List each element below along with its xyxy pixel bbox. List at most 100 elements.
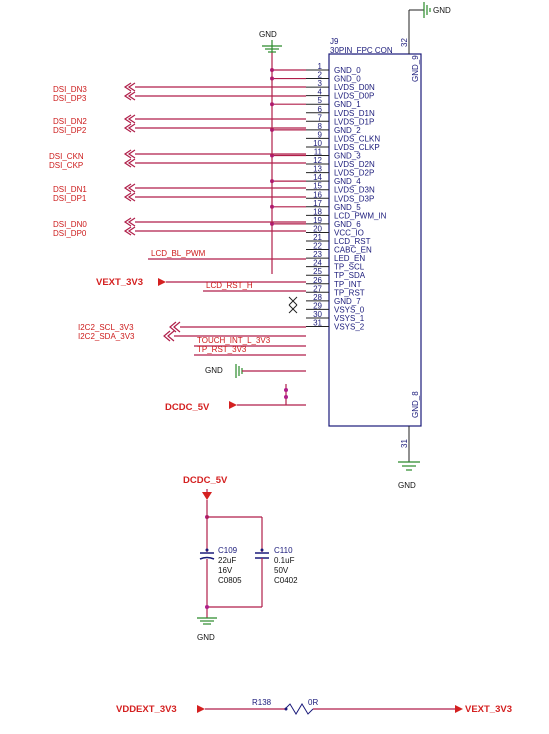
net-lcd-rst-h: LCD_RST_H [206,281,253,290]
pin-22-name: CABC_EN [334,246,372,255]
net-touch-int: TOUCH_INT_L_3V3 [197,336,271,345]
pin-7-name: LVDS_D1P [334,117,374,126]
pin-4-number: 4 [318,88,323,97]
net-dsi-dn3: DSI_DN3 [53,85,87,94]
pin-5-name: GND_1 [334,100,361,109]
pin-23-number: 23 [313,250,322,259]
pin-21-number: 21 [313,233,322,242]
c109-value: 22uF [218,556,236,565]
pin-29-number: 29 [313,301,322,310]
pin-30-name: VSYS_1 [334,314,365,323]
dsi-port-symbol-6 [123,183,136,193]
pin-26-number: 26 [313,276,322,285]
pin-14-number: 14 [313,173,322,182]
pin-12-number: 12 [313,156,322,165]
pin-24-number: 24 [313,259,322,268]
junction-vsys-0 [284,388,288,392]
r138-ref: R138 [252,698,272,707]
vext-out-arrow [455,705,463,713]
pin-4-name: LVDS_D0P [334,92,374,101]
net-i2c2-sda: I2C2_SDA_3V3 [78,332,135,341]
no-connect-22 [288,296,298,306]
pin-27-number: 27 [313,284,322,293]
r138-pin1 [284,707,288,711]
net-dsi-ckp: DSI_CKP [49,161,83,170]
pin-19-name: GND_6 [334,220,361,229]
pin-7-number: 7 [318,113,323,122]
dsi-port-symbol-2 [123,114,136,124]
pin-5-number: 5 [318,96,323,105]
pin-9-name: LVDS_CLKN [334,134,380,143]
vddext-arrow [197,705,205,713]
dsi-port-symbol-1 [123,91,136,101]
pin-16-name: LVDS_D3P [334,194,374,203]
pin-20-name: VCC_IO [334,228,364,237]
gnd-pin28-symbol [235,364,243,378]
dcdc-5v-arrow [229,401,237,409]
pin-30-number: 30 [313,310,322,319]
c110-value: 0.1uF [274,556,295,565]
pin-10-name: LVDS_CLKP [334,143,380,152]
pin-8-name: GND_2 [334,126,361,135]
pin-2-number: 2 [318,71,323,80]
net-dsi-dn2: DSI_DN2 [53,117,87,126]
pin-17-name: GND_5 [334,203,361,212]
i2c2-port-symbols [163,321,181,342]
junction-cap-bottom [205,605,209,609]
pin-22-number: 22 [313,242,322,251]
pin-14-name: GND_4 [334,177,361,186]
c110-symbol [255,548,269,559]
pin-15-number: 15 [313,182,322,191]
pin-13-name: LVDS_D2P [334,169,374,178]
net-dsi-dp0: DSI_DP0 [53,229,87,238]
vext-3v3-out-label: VEXT_3V3 [465,704,512,715]
pin-32-name: GND_9 [411,55,420,82]
gnd-caps-label: GND [197,633,215,642]
pin-3-name: LVDS_D0N [334,83,375,92]
c110-ref: C110 [274,546,293,555]
gnd-top-symbol [262,40,282,53]
pin-13-number: 13 [313,165,322,174]
dsi-port-symbol-5 [123,158,136,168]
dsi-port-symbol-9 [123,226,136,236]
pin-32-number: 32 [400,38,409,47]
pin-3-number: 3 [318,79,323,88]
dsi-port-symbol-0 [123,82,136,92]
pin-6-name: LVDS_D1N [334,109,375,118]
gnd-top-label: GND [259,30,277,39]
gnd-top-right-label: GND [433,6,451,15]
pin-11-number: 11 [314,148,323,157]
dcdc-5v-caps-label: DCDC_5V [183,475,228,486]
connector-body [328,53,422,427]
pin-19-number: 19 [313,216,322,225]
pin-25-number: 25 [313,267,322,276]
pin-31-name: GND_8 [411,391,420,418]
net-dsi-dp2: DSI_DP2 [53,126,87,135]
dsi-lines [123,82,306,236]
pin-12-name: LVDS_D2N [334,160,375,169]
gnd-bottom-label: GND [398,481,416,490]
pin-18-number: 18 [313,207,322,216]
pin-28-number: 28 [313,293,322,302]
pin-28-name: GND_7 [334,297,361,306]
vext-3v3-power-label: VEXT_3V3 [96,277,143,288]
net-lcd-bl-pwm: LCD_BL_PWM [151,249,206,258]
gnd-pin28-label: GND [205,366,223,375]
pin-10-number: 10 [313,139,322,148]
vddext-3v3-label: VDDEXT_3V3 [116,704,177,715]
pin-8-number: 8 [318,122,323,131]
net-i2c2-scl: I2C2_SCL_3V3 [78,323,134,332]
junction-vsys-1 [284,395,288,399]
no-connect-23 [288,304,298,314]
c110-package: C0402 [274,576,298,585]
pin-31-number: 31 [313,319,322,328]
pin-27-name: TP_RST [334,288,365,297]
pin-29-name: VSYS_0 [334,305,365,314]
connector-ref: J9 [330,37,339,46]
dsi-port-symbol-8 [123,217,136,227]
pin-21-name: LCD_RST [334,237,371,246]
pin-31-number: 31 [400,439,409,448]
vext-3v3-arrow [158,278,166,286]
gnd-top-right-symbol [423,2,431,18]
